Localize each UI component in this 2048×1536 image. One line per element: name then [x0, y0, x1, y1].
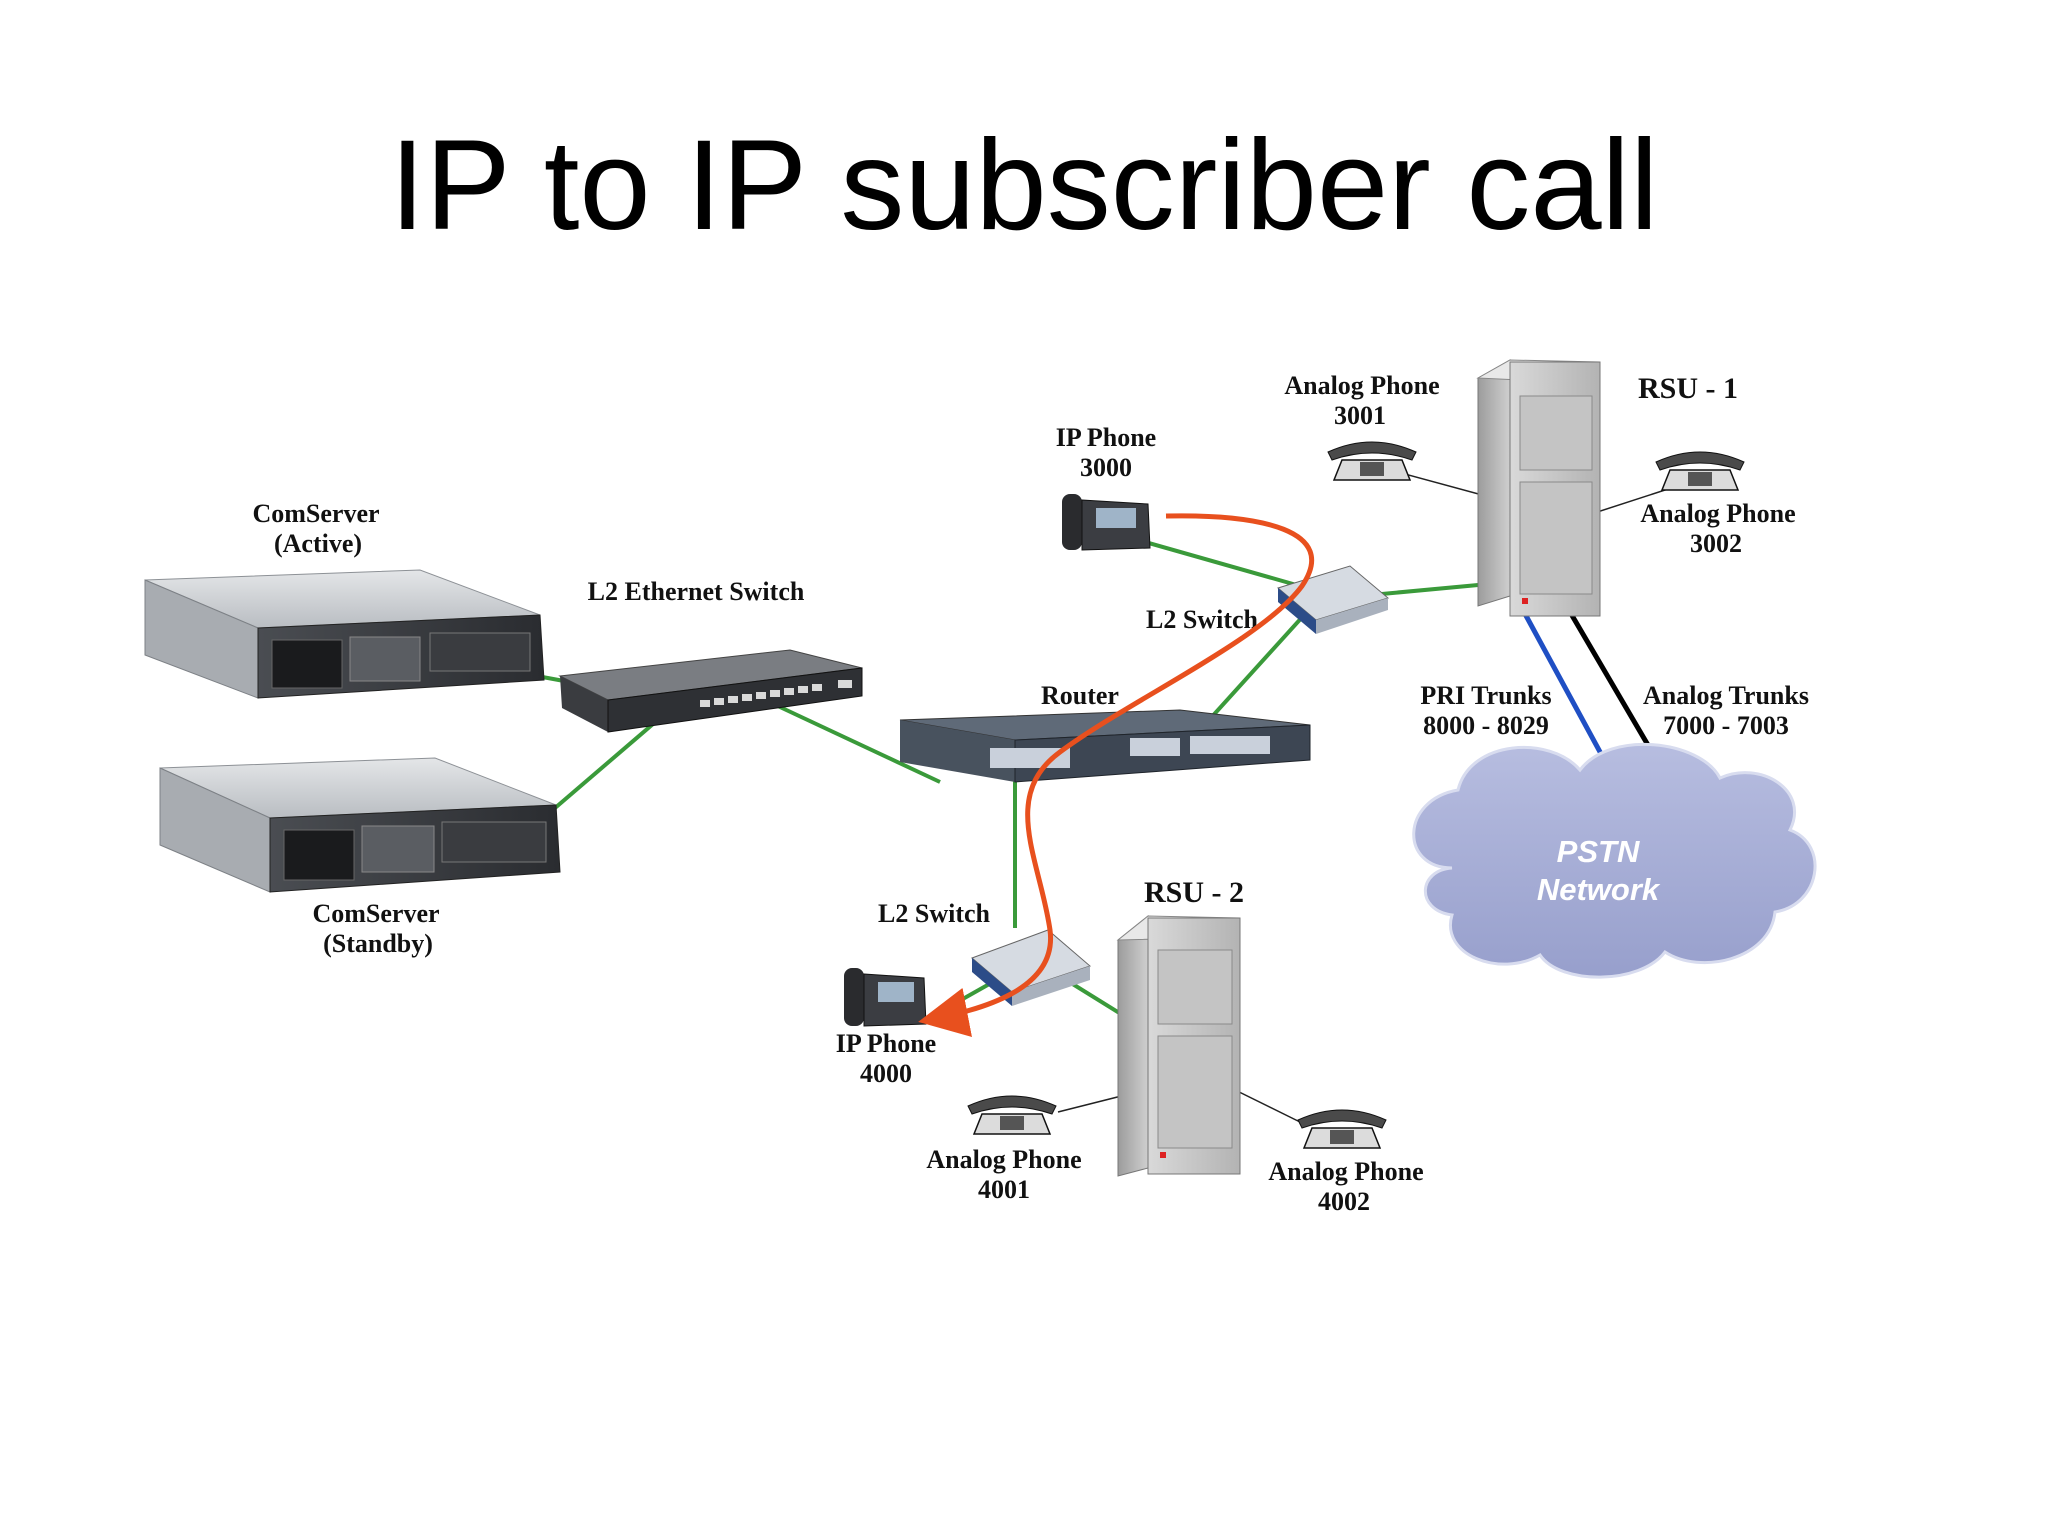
pstn-cloud-shape [1412, 742, 1817, 979]
phone-keypad [1000, 1116, 1024, 1130]
rack-side [1477, 359, 1511, 607]
l2-bottom-side [972, 958, 1012, 1006]
analog-3002-number: 3002 [1690, 529, 1742, 558]
phone-keypad [1360, 462, 1384, 476]
ip-phone-4000-label: IP Phone [836, 1029, 936, 1058]
comserver-active[interactable] [144, 569, 545, 699]
comserver-standby-sub: (Standby) [323, 929, 433, 958]
ip-phone-4000-number: 4000 [860, 1059, 912, 1088]
rsu-1[interactable] [1476, 359, 1601, 617]
pstn-line1: PSTN [1557, 834, 1640, 869]
rack-side [1117, 914, 1149, 1177]
analog-4001-label: Analog Phone [926, 1145, 1081, 1174]
pri-trunk-link [1521, 610, 1615, 776]
analog-phone-3001[interactable] [1327, 441, 1417, 481]
comserver-standby[interactable] [159, 757, 561, 893]
rack-panel [1157, 949, 1233, 1025]
rack-panel [1519, 481, 1593, 595]
switch-ports [700, 680, 852, 707]
drive-bay [441, 821, 547, 863]
rack-panel [1519, 395, 1593, 471]
analog-trunks-label: Analog Trunks [1643, 681, 1809, 710]
phone-handset-icon [1327, 441, 1417, 461]
slide-title: IP to IP subscriber call [389, 114, 1659, 257]
handset [1062, 494, 1082, 550]
drive-bay [271, 639, 343, 689]
pstn-cloud: PSTN Network [1412, 742, 1817, 979]
analog-4001-number: 4001 [978, 1175, 1030, 1204]
drive-bay [283, 829, 355, 881]
drive-bay [429, 632, 531, 672]
comserver-active-sub: (Active) [274, 529, 362, 558]
analog-trunks-range: 7000 - 7003 [1663, 711, 1789, 740]
rack-panel [1157, 1035, 1233, 1149]
l2-switch-bottom-label: L2 Switch [878, 899, 991, 928]
pri-trunks-range: 8000 - 8029 [1423, 711, 1549, 740]
l2-top-front [1316, 598, 1388, 634]
l2-switch-bottom[interactable] [971, 929, 1091, 1006]
pri-trunks-label: PRI Trunks [1420, 681, 1551, 710]
phone-keypad [1330, 1130, 1354, 1144]
phone-screen [1096, 508, 1136, 528]
analog-4002-label: Analog Phone [1268, 1157, 1423, 1186]
rack-led [1522, 598, 1528, 604]
rack-led [1160, 1152, 1166, 1158]
analog-phone-3002[interactable] [1655, 451, 1745, 491]
analog-phone-4002[interactable] [1297, 1109, 1387, 1149]
handset [844, 968, 864, 1026]
rsu-2-label: RSU - 2 [1144, 876, 1244, 909]
analog-3002-label: Analog Phone [1640, 499, 1795, 528]
link-switch-to-router [764, 698, 941, 784]
phone-handset-icon [967, 1095, 1057, 1115]
analog-3001-number: 3001 [1334, 401, 1386, 430]
l2-switch-top-label: L2 Switch [1146, 605, 1259, 634]
switch-front [560, 676, 608, 732]
router-label: Router [1041, 681, 1119, 710]
analog-phone-4001[interactable] [967, 1095, 1057, 1135]
call-path-arrow [918, 513, 1315, 1037]
phone-handset-icon [1297, 1109, 1387, 1129]
phone-handset-icon [1655, 451, 1745, 471]
rsu-1-label: RSU - 1 [1638, 372, 1738, 405]
drive-bay [349, 636, 421, 682]
analog-3001-label: Analog Phone [1284, 371, 1439, 400]
comserver-standby-label: ComServer [312, 899, 439, 928]
phone-screen [878, 982, 914, 1002]
l2-ethernet-switch-label: L2 Ethernet Switch [588, 577, 805, 606]
analog-4002-number: 4002 [1318, 1187, 1370, 1216]
router-panel [1190, 736, 1270, 754]
l2-bottom-front [1012, 966, 1090, 1006]
router-front [900, 720, 1015, 782]
rsu-2[interactable] [1116, 914, 1241, 1177]
router-panel [1130, 738, 1180, 756]
comserver-active-label: ComServer [252, 499, 379, 528]
phone-keypad [1688, 472, 1712, 486]
ip-phone-3000-number: 3000 [1080, 453, 1132, 482]
ip-phone-4000[interactable] [844, 968, 927, 1027]
pstn-line2: Network [1537, 872, 1661, 907]
drive-bay [361, 825, 435, 873]
l2-ethernet-switch[interactable] [558, 649, 863, 733]
ip-phone-3000-label: IP Phone [1056, 423, 1156, 452]
ip-phone-3000[interactable] [1062, 494, 1151, 551]
